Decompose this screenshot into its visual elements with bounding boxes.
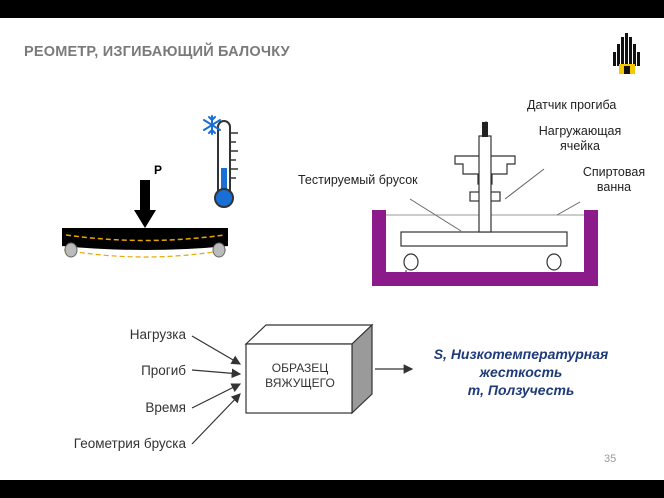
bath-label-line2: ванна xyxy=(596,180,632,194)
input-beam-geometry: Геометрия бруска xyxy=(73,436,186,451)
output-stiffness-cont: жесткость xyxy=(479,364,563,380)
output-creep: m, Ползучесть xyxy=(467,382,575,398)
test-specimen-beam xyxy=(400,231,568,247)
page-number: 35 xyxy=(604,453,617,465)
test-beam xyxy=(62,228,228,250)
thermometer-icon xyxy=(214,120,238,208)
beam-deflection-line xyxy=(65,234,225,242)
load-cell-label: Нагружающая ячейка xyxy=(530,124,630,154)
load-arrow-head xyxy=(134,210,156,228)
input-load: Нагрузка xyxy=(129,327,186,342)
beam-deflected-shape xyxy=(63,249,227,258)
specimen-box-top xyxy=(244,324,374,345)
input-deflection: Прогиб xyxy=(141,363,186,378)
page-title: РЕОМЕТР, ИЗГИБАЮЩИЙ БАЛОЧКУ xyxy=(24,44,290,60)
deflection-sensor-label: Датчик прогиба xyxy=(527,98,617,112)
snowflake-icon xyxy=(203,115,221,135)
output-stiffness: S, Низкотемпературная xyxy=(433,346,609,362)
test-beam-label: Тестируемый брусок xyxy=(298,173,418,187)
outputs-text: S, Низкотемпературная жесткость m, Ползу… xyxy=(408,345,634,399)
load-symbol: P xyxy=(154,163,163,177)
specimen-box-side xyxy=(351,323,373,415)
right-support xyxy=(212,242,226,258)
specimen-label-line2: ВЯЖУЩЕГО xyxy=(265,376,335,390)
input-time: Время xyxy=(145,400,186,415)
specimen-label: ОБРАЗЕЦ ВЯЖУЩЕГО xyxy=(246,361,354,391)
slide: РЕОМЕТР, ИЗГИБАЮЩИЙ БАЛОЧКУ xyxy=(0,18,664,480)
bath-label-line1: Спиртовая xyxy=(582,165,646,179)
load-arrow-shaft xyxy=(140,180,150,212)
specimen-label-line1: ОБРАЗЕЦ xyxy=(271,361,329,375)
load-cell-label-line1: Нагружающая xyxy=(538,124,622,138)
left-support xyxy=(64,242,78,258)
alcohol-bath xyxy=(372,210,598,286)
alcohol-bath-label: Спиртовая ванна xyxy=(574,165,654,195)
load-cell-label-line2: ячейка xyxy=(560,139,600,153)
